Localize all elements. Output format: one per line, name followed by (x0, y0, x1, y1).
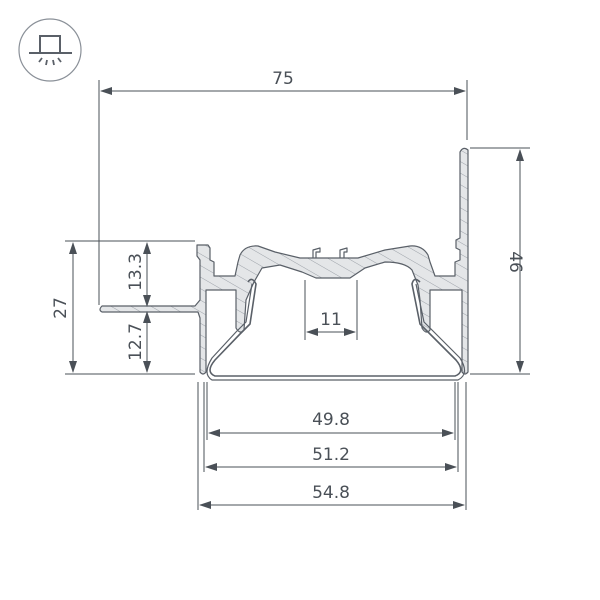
dimension-lines (65, 80, 530, 510)
dim-lower-flange: 12.7 (126, 323, 146, 361)
dim-body-width: 54.8 (312, 483, 350, 503)
dim-upper-flange: 13.3 (126, 253, 146, 291)
dim-diffuser-width: 51.2 (312, 445, 350, 465)
dim-inner-width: 49.8 (312, 410, 350, 430)
dim-height-total: 46 (505, 251, 525, 273)
profile-section (99, 147, 469, 381)
recessed-ceiling-light-icon (18, 18, 82, 82)
dim-slot-width: 11 (320, 310, 342, 330)
dim-overall-width: 75 (272, 69, 294, 89)
dim-flange-height: 27 (51, 297, 71, 319)
